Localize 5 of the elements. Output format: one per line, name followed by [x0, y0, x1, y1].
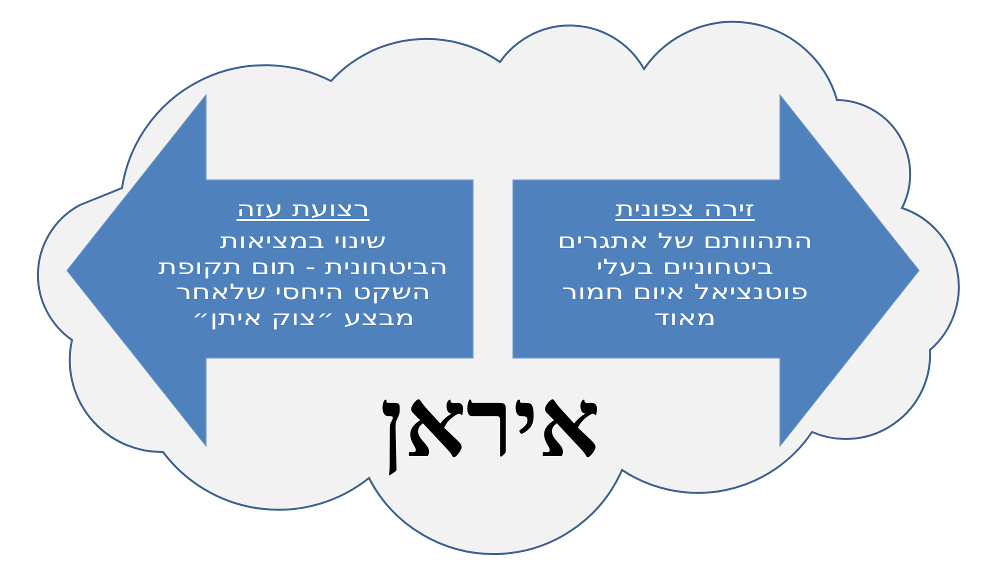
arrow-heading: זירה צפונית [615, 196, 755, 223]
arrow-text: שינוי במציאות הביטחונית - תום תקופת השקט היחסי שלאחר מבצע ״צוק איתן״ [157, 229, 449, 331]
arrow-heading: רצועת עזה [236, 196, 370, 223]
cloud-label: איראן [380, 372, 600, 476]
arrow-text: התהוותם של אתגרים ביטחוניים בעלי פוטנציאל איום חמור מאוד [556, 229, 814, 331]
